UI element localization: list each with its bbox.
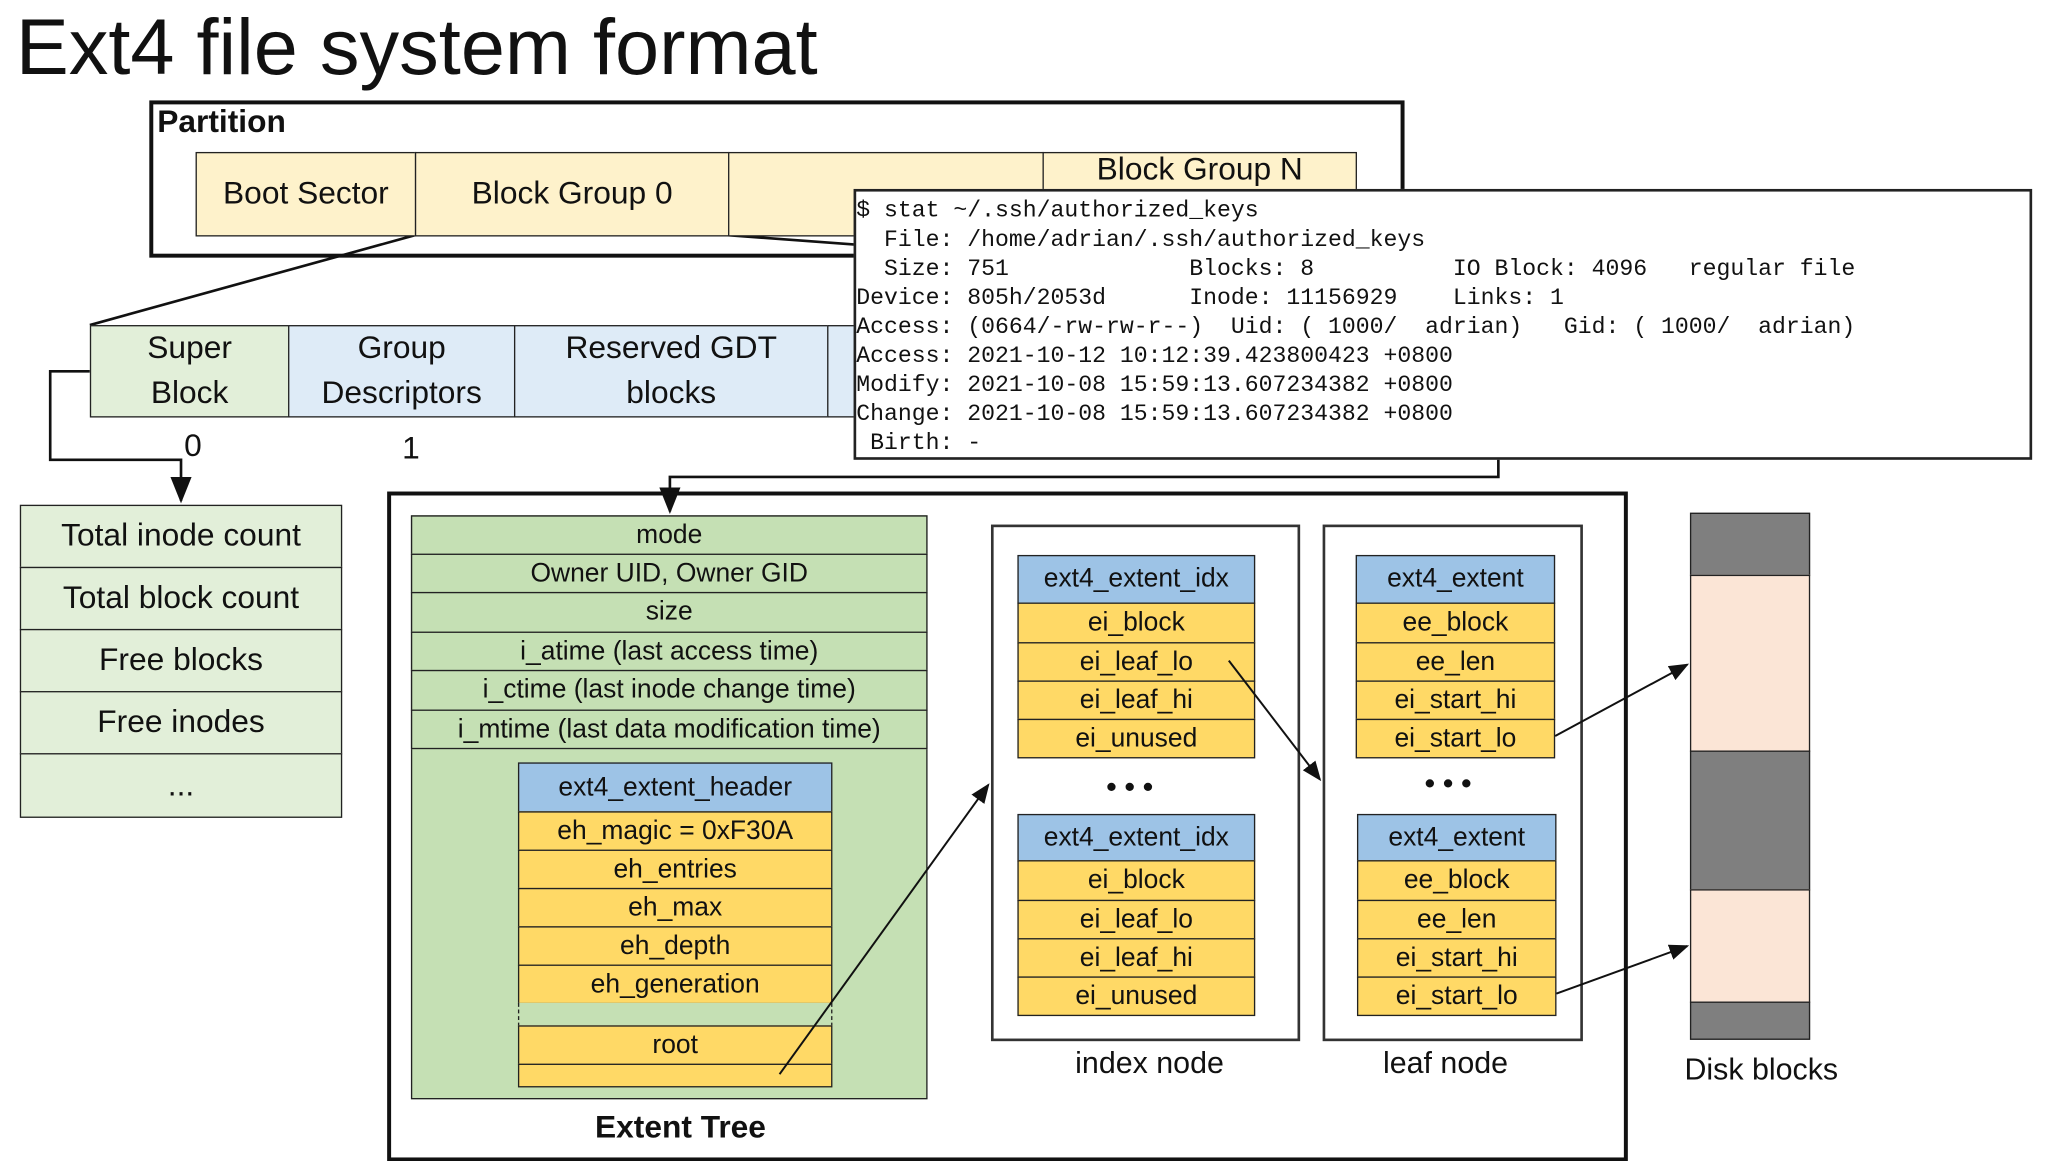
leaf-entry-2-ei-start-hi: ei_start_hi (1356, 938, 1557, 978)
inode-field-ctime: i_ctime (last inode change time) (410, 669, 928, 711)
leaf-entry-1-ee-block: ee_block (1355, 602, 1556, 644)
eh-root-tail (517, 1063, 833, 1088)
zoom-line-right (727, 233, 873, 248)
leaf-entry-1-title: ext4_extent (1355, 554, 1556, 604)
eh-field-depth: eh_depth (517, 926, 833, 966)
leaf-node-box (1322, 524, 1583, 1042)
sb-field-more: ... (19, 753, 343, 818)
index-entry-1-ei-leaf-hi: ei_leaf_hi (1017, 680, 1256, 721)
disk-block-data (1689, 889, 1811, 1003)
extent-header-title: ext4_extent_header (517, 762, 833, 813)
inode-field-atime: i_atime (last access time) (410, 631, 928, 672)
inode-field-size: size (410, 591, 928, 633)
index-entry-2-ei-block: ei_block (1017, 860, 1256, 902)
partition-label: Partition (157, 104, 286, 141)
group-descriptors-line1: Group (357, 330, 446, 367)
inode-field-owner: Owner UID, Owner GID (410, 553, 928, 594)
boot-sector: Boot Sector (195, 151, 417, 237)
stat-line: Change: 2021-10-08 15:59:13.607234382 +0… (856, 401, 1453, 429)
index-entry-1-ei-block: ei_block (1017, 602, 1256, 644)
index-entry-2-ei-leaf-hi: ei_leaf_hi (1017, 938, 1256, 978)
extent-tree-label: Extent Tree (594, 1109, 766, 1146)
inode-field-mode: mode (410, 515, 928, 555)
stat-line: Modify: 2021-10-08 15:59:13.607234382 +0… (856, 372, 1453, 400)
partition-box: Partition (149, 100, 1405, 258)
index-entry-1-title: ext4_extent_idx (1017, 554, 1256, 604)
reserved-gdt-line2: blocks (626, 375, 717, 411)
leaf-node-label: leaf node (1382, 1045, 1509, 1080)
eh-field-magic: eh_magic = 0xF30A (517, 811, 833, 851)
disk-block-used (1689, 1001, 1811, 1040)
stat-line: Access: (0664/-rw-rw-r--) Uid: ( 1000/ a… (856, 314, 1856, 341)
eh-gap (517, 1002, 833, 1027)
disk-block-used (1689, 750, 1811, 891)
sb-field-free-inodes: Free inodes (19, 691, 343, 755)
block-group-0: Block Group 0 (414, 151, 730, 237)
stat-line: $ stat ~/.ssh/authorized_keys (856, 198, 1259, 225)
stat-line: Device: 805h/2053d Inode: 11156929 Links… (856, 285, 1564, 312)
inode-field-mtime: i_mtime (last data modification time) (410, 709, 928, 750)
leaf-entry-2-title: ext4_extent (1356, 813, 1557, 862)
index-entry-2-ei-leaf-lo: ei_leaf_lo (1017, 899, 1256, 940)
leaf-ellipsis: • • • (1424, 766, 1472, 800)
index-entry-1-ei-leaf-lo: ei_leaf_lo (1017, 642, 1256, 682)
eh-root: root (517, 1025, 833, 1065)
block-index-1: 1 (402, 430, 420, 467)
group-descriptors: Group Descriptors (288, 325, 516, 418)
index-ellipsis: • • • (1106, 770, 1154, 804)
zoom-line-left (89, 233, 416, 327)
stat-terminal-output: $ stat ~/.ssh/authorized_keys File: /hom… (853, 188, 2033, 460)
superblock-connector (48, 369, 192, 504)
sb-field-total-block-count: Total block count (19, 566, 343, 631)
sb-field-free-blocks: Free blocks (19, 628, 343, 693)
reserved-gdt-line1: Reserved GDT (565, 330, 777, 367)
disk-block-used (1689, 512, 1811, 577)
block-index-0: 0 (184, 428, 202, 464)
stat-line: File: /home/adrian/.ssh/authorized_keys (856, 227, 1426, 254)
index-entry-2-title: ext4_extent_idx (1017, 813, 1256, 862)
eh-field-generation: eh_generation (517, 964, 833, 1005)
super-block-line2: Block (150, 375, 229, 411)
leaf-entry-1-ei-start-hi: ei_start_hi (1355, 680, 1556, 721)
leaf-entry-1-ei-start-lo: ei_start_lo (1355, 718, 1556, 759)
index-node-label: index node (1075, 1045, 1224, 1080)
leaf-entry-2-ei-start-lo: ei_start_lo (1356, 976, 1557, 1017)
reserved-gdt-blocks: Reserved GDT blocks (513, 325, 829, 418)
disk-blocks-label: Disk blocks (1684, 1051, 1839, 1087)
leaf-entry-1-ee-len: ee_len (1355, 642, 1556, 682)
group-descriptors-line2: Descriptors (321, 375, 482, 411)
index-node-box (990, 524, 1301, 1042)
stat-line: Birth: - (856, 430, 982, 458)
index-entry-1-ei-unused: ei_unused (1017, 718, 1256, 759)
stat-line: Size: 751 Blocks: 8 IO Block: 4096 regul… (856, 256, 1856, 283)
sb-field-total-inode-count: Total inode count (19, 504, 343, 569)
index-entry-2-ei-unused: ei_unused (1017, 976, 1256, 1017)
eh-field-max: eh_max (517, 887, 833, 928)
disk-block-data (1689, 574, 1811, 752)
leaf-entry-2-ee-block: ee_block (1356, 860, 1557, 902)
page-title: Ext4 file system format (15, 2, 818, 92)
eh-field-entries: eh_entries (517, 849, 833, 890)
stat-line: Access: 2021-10-12 10:12:39.423800423 +0… (856, 343, 1453, 370)
super-block-line1: Super (147, 330, 232, 367)
super-block: Super Block (89, 325, 290, 418)
leaf-entry-2-ee-len: ee_len (1356, 899, 1557, 940)
